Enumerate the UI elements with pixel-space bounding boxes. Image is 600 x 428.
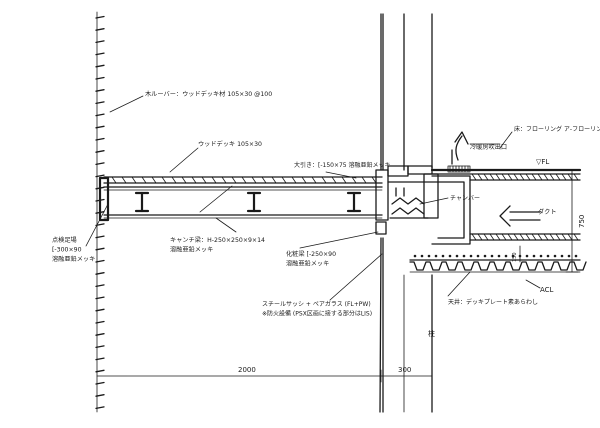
label-wood-deck: ウッドデッキ 105×30 — [198, 140, 262, 148]
sash-frame — [375, 165, 439, 235]
leader-lines — [85, 95, 541, 301]
label-dim-750: 750 — [578, 215, 586, 228]
label-dim-2000: 2000 — [238, 366, 256, 374]
label-sash: スチールサッシ + ペアガラス (FL+PW)※防火設備 (PSX区画に接する部… — [262, 300, 372, 317]
wall-column — [96, 11, 433, 413]
label-dim-150: 150 — [512, 252, 518, 262]
label-floor-finish: 床：フローリング ア-フローリング — [514, 125, 600, 133]
floor-and-duct — [409, 165, 587, 273]
annotations: 木ルーバー：ウッドデッキ材 105×30 @100 ウッドデッキ 105×30 … — [52, 90, 600, 374]
label-louver: 木ルーバー：ウッドデッキ材 105×30 @100 — [145, 90, 272, 98]
ibeam-section — [134, 191, 150, 213]
ibeam-section — [246, 191, 262, 213]
label-fl: ▽FL — [536, 158, 549, 166]
airflow-arrows — [451, 131, 541, 227]
label-outlet: 冷暖房吹出口 — [470, 143, 507, 151]
label-chamber: チャンバー — [450, 195, 480, 202]
deck-assembly — [98, 169, 389, 222]
label-acl: ACL — [540, 286, 554, 294]
ibeam-section — [346, 191, 362, 213]
label-ceiling: 天井：デッキプレート素あらわし — [448, 298, 538, 306]
dimension-lines — [96, 169, 579, 383]
label-duct: ダクト — [538, 208, 557, 216]
label-fascia: 大引き：[-150×75 溶融亜鉛メッキ — [294, 161, 391, 169]
label-column: 柱 — [428, 329, 435, 338]
label-dim-300: 300 — [398, 366, 411, 374]
